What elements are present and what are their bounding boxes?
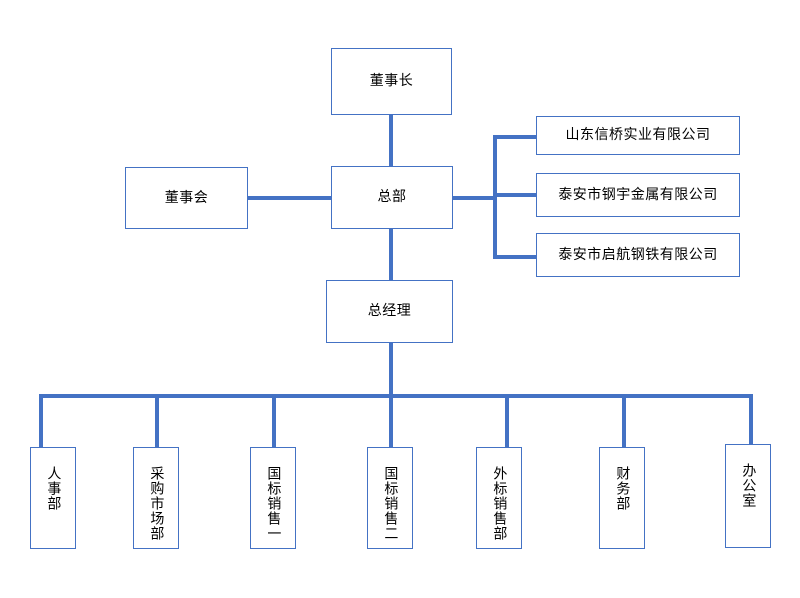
node-headquarters-label: 总部 (377, 189, 407, 206)
connector-drop-department-6 (622, 394, 626, 447)
connector-chairman-to-headquarters (389, 114, 393, 167)
node-subsidiary-2-label: 泰安市钢宇金属有限公司 (558, 186, 718, 203)
node-general-manager-label: 总经理 (367, 303, 412, 320)
node-subsidiary-3-label: 泰安市启航钢铁有限公司 (558, 246, 718, 263)
node-subsidiary-1-label: 山东信桥实业有限公司 (565, 127, 711, 144)
connector-department-horizontal-bus (39, 394, 753, 398)
connector-subsidiary-stub-2 (493, 193, 537, 197)
connector-drop-department-3 (272, 394, 276, 447)
node-department-5-label: 外标销售部 (491, 466, 508, 541)
connector-drop-department-7 (749, 394, 753, 447)
node-department-6-label: 财务部 (614, 466, 631, 511)
connector-drop-department-4 (389, 394, 393, 447)
connector-drop-department-1 (39, 394, 43, 447)
node-board-of-directors[interactable]: 董事会 (125, 167, 248, 229)
node-department-6[interactable]: 财务部 (599, 447, 645, 549)
node-department-7[interactable]: 办公室 (725, 444, 771, 548)
connector-headquarters-to-subsidiary-bus (452, 196, 497, 200)
node-department-7-label: 办公室 (740, 463, 757, 508)
connector-subsidiary-vertical-bus (493, 135, 497, 259)
connector-board-to-headquarters (247, 196, 331, 200)
connector-drop-department-5 (505, 394, 509, 447)
node-general-manager[interactable]: 总经理 (326, 280, 453, 343)
node-department-3[interactable]: 国标销售一 (250, 447, 296, 549)
node-department-4[interactable]: 国标销售二 (367, 447, 413, 549)
node-subsidiary-3[interactable]: 泰安市启航钢铁有限公司 (536, 233, 740, 277)
node-department-5[interactable]: 外标销售部 (476, 447, 522, 549)
node-department-1[interactable]: 人事部 (30, 447, 76, 549)
node-department-4-label: 国标销售二 (382, 466, 399, 541)
node-department-2[interactable]: 采购市场部 (133, 447, 179, 549)
node-subsidiary-1[interactable]: 山东信桥实业有限公司 (536, 116, 740, 155)
node-department-2-label: 采购市场部 (148, 466, 165, 541)
node-board-of-directors-label: 董事会 (164, 189, 209, 206)
connector-headquarters-to-general-manager (389, 228, 393, 280)
node-chairman-label: 董事长 (369, 73, 414, 90)
connector-general-manager-to-department-bus (389, 343, 393, 398)
connector-drop-department-2 (155, 394, 159, 447)
connector-subsidiary-stub-3 (493, 255, 537, 259)
node-department-3-label: 国标销售一 (265, 466, 282, 541)
node-chairman[interactable]: 董事长 (331, 48, 452, 115)
node-headquarters[interactable]: 总部 (331, 166, 453, 229)
node-department-1-label: 人事部 (45, 466, 62, 511)
connector-subsidiary-stub-1 (493, 135, 537, 139)
node-subsidiary-2[interactable]: 泰安市钢宇金属有限公司 (536, 173, 740, 217)
